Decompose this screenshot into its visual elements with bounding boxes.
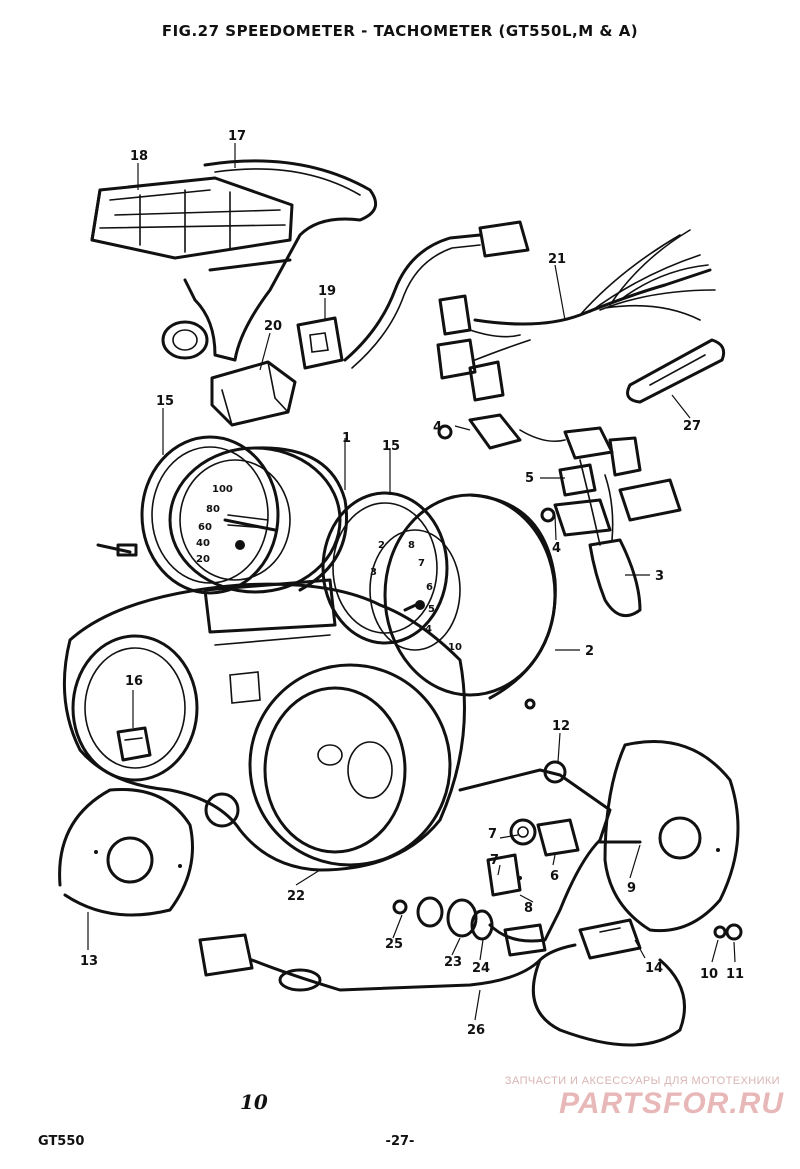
watermark-brand-logo: PARTSFOR.RU (559, 1087, 784, 1120)
part-27-clamp (626, 338, 726, 404)
callout-15-right: 15 (382, 439, 400, 454)
watermark-tagline: ЗАПЧАСТИ И АКСЕССУАРЫ ДЛЯ МОТОТЕХНИКИ (504, 1075, 780, 1087)
callout-27: 27 (683, 419, 701, 434)
callout-18: 18 (130, 149, 148, 164)
handwritten-note: 10 (240, 1090, 268, 1114)
part-12-mount-plate (458, 760, 612, 943)
part-20-socket (210, 360, 297, 427)
tacho-mark: 7 (418, 558, 425, 569)
speedo-mark: 100 (212, 484, 233, 495)
callout-1: 1 (342, 431, 351, 446)
callout-12: 12 (552, 719, 570, 734)
callout-14: 14 (645, 961, 663, 976)
tacho-mark: 2 (378, 540, 385, 551)
callout-23: 23 (444, 955, 462, 970)
tacho-mark: 4 (425, 624, 432, 635)
wire-lead (343, 220, 530, 369)
part-3-lamp-socket-assembly (437, 413, 682, 618)
speedo-mark: 80 (206, 504, 220, 515)
model-code: GT550 (38, 1134, 85, 1149)
callout-13: 13 (80, 954, 98, 969)
speedo-mark: 40 (196, 538, 210, 549)
speedo-mark: 20 (196, 554, 210, 565)
part-2-tachometer (369, 493, 557, 710)
part-17-bracket (161, 159, 378, 362)
callout-11: 11 (726, 967, 744, 982)
callout-25: 25 (385, 937, 403, 952)
part-18-indicator-panel (90, 176, 294, 260)
speedometer-dial-marks: 100 80 60 40 20 (196, 484, 233, 565)
part-21-harness (436, 229, 716, 402)
tacho-mark: 6 (426, 582, 433, 593)
speedo-mark: 60 (198, 522, 212, 533)
part-26-lead-wire (198, 918, 686, 1047)
callout-8: 8 (524, 901, 533, 916)
callout-2: 2 (585, 644, 594, 659)
callout-6: 6 (550, 869, 559, 884)
callout-7-lower: 7 (490, 853, 499, 868)
callout-20: 20 (264, 319, 282, 334)
callout-26: 26 (467, 1023, 485, 1038)
tacho-mark: 8 (408, 540, 415, 551)
part-16-knob (116, 726, 152, 762)
callout-17: 17 (228, 129, 246, 144)
callout-21: 21 (548, 252, 566, 267)
part-19-connector (296, 316, 344, 370)
callout-15-left: 15 (156, 394, 174, 409)
callout-numbers: 18 17 19 20 21 27 4 5 4 3 15 15 1 2 16 1… (80, 129, 744, 1038)
callout-5: 5 (525, 471, 534, 486)
callout-24: 24 (472, 961, 490, 976)
tachometer-dial-marks: 8 7 6 5 4 3 2 10 (370, 540, 462, 653)
leader-lines (87, 143, 736, 1021)
callout-4-bottom: 4 (552, 541, 561, 556)
callout-22: 22 (287, 889, 305, 904)
part-22-meter-housing (62, 578, 466, 872)
tacho-mark: 3 (370, 567, 377, 578)
callout-10: 10 (700, 967, 718, 982)
page-number: -27- (385, 1134, 415, 1149)
callout-16: 16 (125, 674, 143, 689)
callout-4-top: 4 (433, 420, 442, 435)
callout-9: 9 (627, 881, 636, 896)
tacho-mark: 10 (448, 642, 462, 653)
figure-title: FIG.27 SPEEDOMETER - TACHOMETER (GT550L,… (161, 22, 639, 40)
part-13-cover-left (58, 787, 194, 917)
part-1-speedometer (96, 446, 348, 594)
callout-19: 19 (318, 284, 336, 299)
part-14-cover-right (598, 740, 740, 933)
callout-3: 3 (655, 569, 664, 584)
callout-7-upper: 7 (488, 827, 497, 842)
part-23-25-bulb-socket (392, 896, 547, 957)
part-15-bezel-rings (140, 435, 449, 645)
tacho-mark: 5 (428, 604, 435, 615)
part-10-11-washer-nut (713, 923, 743, 941)
